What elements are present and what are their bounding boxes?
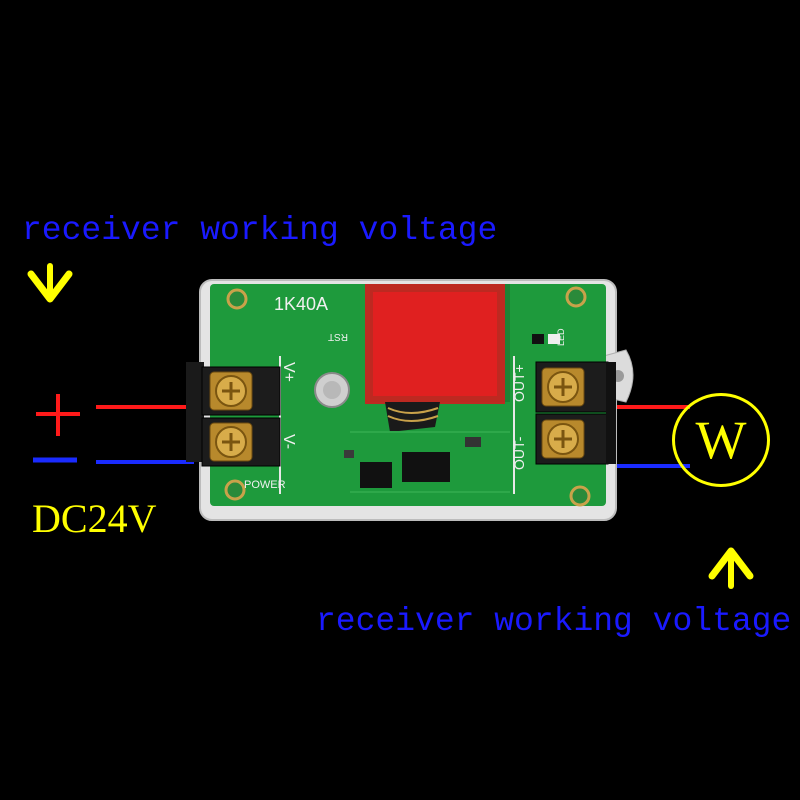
load-lamp-symbol: W: [672, 393, 770, 487]
board-power-label: POWER: [244, 479, 286, 491]
top-voltage-label: receiver working voltage: [22, 212, 498, 249]
input-wire-negative: [96, 460, 194, 464]
board-vplus-label: V+: [280, 362, 297, 382]
arrow-up-icon: [708, 547, 754, 589]
board-reset-label: RST: [328, 331, 348, 342]
board-outplus-label: OUT+: [511, 364, 527, 402]
minus-sign-icon: [33, 457, 77, 463]
output-wire-negative: [588, 464, 690, 468]
arrow-down-icon: [27, 263, 73, 303]
board-vminus-label: V-: [280, 434, 297, 449]
floor-reflection: [0, 560, 800, 800]
board-model-label: 1K40A: [274, 294, 328, 314]
plus-sign-icon: [36, 394, 80, 436]
output-wire-positive: [586, 405, 690, 409]
board-outminus-label: OUT-: [511, 436, 527, 470]
board-led-label: LED: [556, 328, 566, 346]
bottom-voltage-label: receiver working voltage: [316, 603, 792, 640]
supply-voltage-label: DC24V: [32, 496, 157, 541]
output-terminal-block: [535, 361, 616, 465]
relay-board: 1K40A V+ V- POWER OUT+ OUT- LED RST: [186, 279, 634, 521]
load-letter: W: [695, 410, 747, 470]
input-terminal-block: [186, 362, 281, 467]
input-wire-positive: [96, 405, 194, 409]
